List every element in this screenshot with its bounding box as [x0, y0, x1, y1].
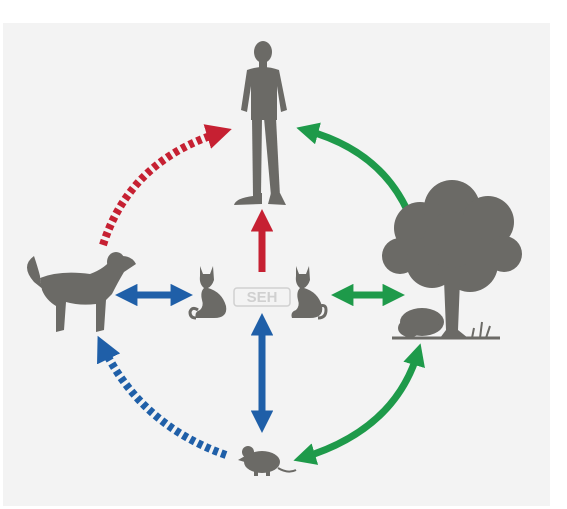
- mouse-to-dog-dashed-arrow: [97, 335, 228, 459]
- mouse-tree-arrow: [293, 343, 425, 465]
- dog-silhouette-icon: [27, 252, 136, 332]
- cat-silhouette-icon: [291, 266, 328, 320]
- dog-to-human-dashed-arrow: [99, 124, 232, 247]
- cat-silhouette-icon: [188, 266, 227, 320]
- watermark: SEH: [233, 287, 291, 307]
- tree-environment-icon: [382, 180, 522, 340]
- human-silhouette-icon: [234, 41, 287, 205]
- watermark-text: SEH: [247, 289, 278, 306]
- mouse-silhouette-icon: [238, 446, 297, 476]
- tree-to-human-arrow: [296, 122, 412, 214]
